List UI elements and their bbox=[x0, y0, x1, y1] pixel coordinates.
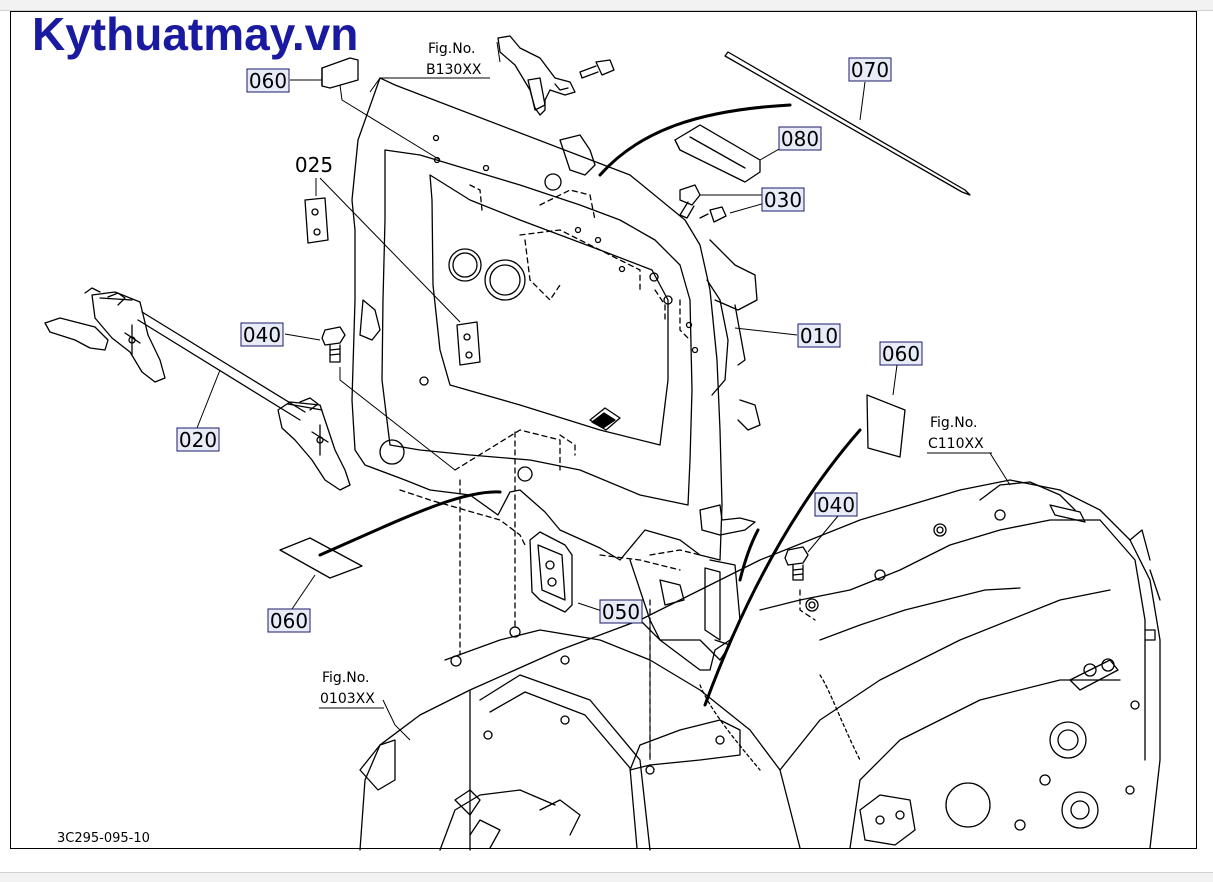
callout-010: 010 bbox=[797, 323, 841, 348]
rod-bracket-020 bbox=[44, 287, 351, 491]
svg-text:025: 025 bbox=[295, 153, 333, 177]
svg-text:060: 060 bbox=[270, 609, 308, 633]
strip-070 bbox=[724, 51, 971, 196]
plate-050 bbox=[529, 531, 573, 613]
leader-lines bbox=[196, 41, 1011, 760]
figref-c110: Fig.No. C110XX bbox=[927, 415, 992, 454]
svg-text:020: 020 bbox=[179, 428, 217, 452]
svg-text:040: 040 bbox=[243, 323, 281, 347]
figref-b130: Fig.No. B130XX bbox=[425, 41, 490, 79]
site-watermark: Kythuatmay.vn bbox=[32, 8, 359, 60]
plate-025 bbox=[304, 197, 481, 366]
drawing-code: 3C295-095-10 bbox=[57, 831, 150, 846]
transmission-housing bbox=[359, 479, 1161, 851]
callout-080: 080 bbox=[778, 126, 822, 151]
figref-0103: Fig.No. 0103XX bbox=[319, 670, 384, 709]
window-top-strip bbox=[0, 0, 1213, 11]
front-panel-010 bbox=[351, 77, 761, 671]
diagram-frame bbox=[10, 11, 1197, 849]
svg-text:C110XX: C110XX bbox=[928, 436, 984, 452]
callout-025: 025 bbox=[295, 153, 333, 177]
hidden-lines bbox=[399, 184, 816, 761]
rubber-080 bbox=[674, 124, 761, 183]
bolt-030 bbox=[579, 59, 727, 223]
svg-text:010: 010 bbox=[800, 324, 838, 348]
svg-text:040: 040 bbox=[817, 493, 855, 517]
callout-040-left: 040 bbox=[240, 322, 284, 347]
svg-text:Fig.No.: Fig.No. bbox=[930, 415, 978, 431]
svg-text:070: 070 bbox=[851, 58, 889, 82]
bolt-040 bbox=[321, 326, 809, 581]
callout-030: 030 bbox=[761, 187, 805, 212]
callout-070: 070 bbox=[848, 57, 892, 82]
callout-060-top: 060 bbox=[246, 68, 290, 93]
window-bottom-strip bbox=[0, 872, 1213, 882]
svg-text:060: 060 bbox=[882, 342, 920, 366]
callout-020: 020 bbox=[176, 427, 220, 452]
callout-060-right: 060 bbox=[879, 341, 923, 366]
svg-text:Fig.No.: Fig.No. bbox=[322, 670, 370, 686]
wire-curves bbox=[318, 103, 862, 707]
svg-text:080: 080 bbox=[781, 127, 819, 151]
svg-text:060: 060 bbox=[249, 69, 287, 93]
bracket-b130 bbox=[497, 35, 576, 116]
sticker-060 bbox=[279, 57, 906, 579]
callout-050: 050 bbox=[599, 599, 643, 624]
svg-text:Fig.No.: Fig.No. bbox=[428, 41, 476, 57]
callout-040-right: 040 bbox=[814, 492, 858, 517]
svg-text:030: 030 bbox=[764, 188, 802, 212]
svg-text:B130XX: B130XX bbox=[426, 62, 482, 78]
callout-060-bottom: 060 bbox=[267, 608, 311, 633]
svg-text:0103XX: 0103XX bbox=[320, 691, 375, 707]
svg-text:050: 050 bbox=[602, 600, 640, 624]
